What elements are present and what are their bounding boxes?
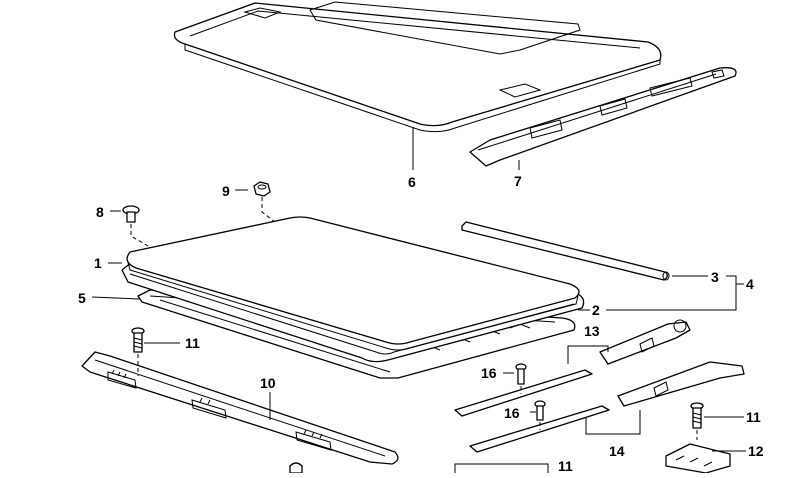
part-11-screw-left [131,327,145,376]
callout-4: 4 [746,276,754,292]
callout-6: 6 [408,174,416,190]
part-3-seal-strip [461,221,670,281]
part-16-screw-lower [534,400,546,430]
part-9-nut [253,181,276,223]
callout-9: 9 [222,183,230,199]
callout-5: 5 [78,290,86,306]
callout-14: 13 [584,323,600,339]
part-13-clip [665,443,731,474]
callout-13: 12 [748,443,764,459]
part-12-strip [454,463,549,473]
callout-15: 14 [609,443,625,459]
callout-11-right: 11 [746,409,761,425]
callout-7: 7 [514,173,522,189]
part-16-screw-upper [515,363,527,394]
part-15-link-arm [617,361,745,407]
part-6-headliner-panel [173,1,662,133]
callout-1: 1 [94,255,102,271]
part-14-link-arm [599,319,691,365]
callout-16-lower: 16 [504,405,520,421]
part-11-screw-right [690,402,704,440]
callout-3: 3 [711,269,719,285]
callout-11-left: 11 [185,335,200,351]
callout-labels: 6 7 9 8 1 3 4 5 2 13 11 16 10 16 11 14 1… [78,173,764,474]
part-10-deflector-bar [81,351,399,465]
leader-lines [91,127,746,452]
part-7-guide-rail [469,67,737,167]
part-1-glass-panel [126,216,580,351]
part-bottom-cap [289,462,303,474]
callout-16-upper: 16 [481,365,497,381]
part-8-screw [122,205,149,247]
callout-8: 8 [96,204,104,220]
callout-2: 2 [592,302,600,318]
callout-10: 10 [260,375,276,391]
callout-12: 11 [558,458,573,473]
part-14-slide-strip [454,369,593,417]
